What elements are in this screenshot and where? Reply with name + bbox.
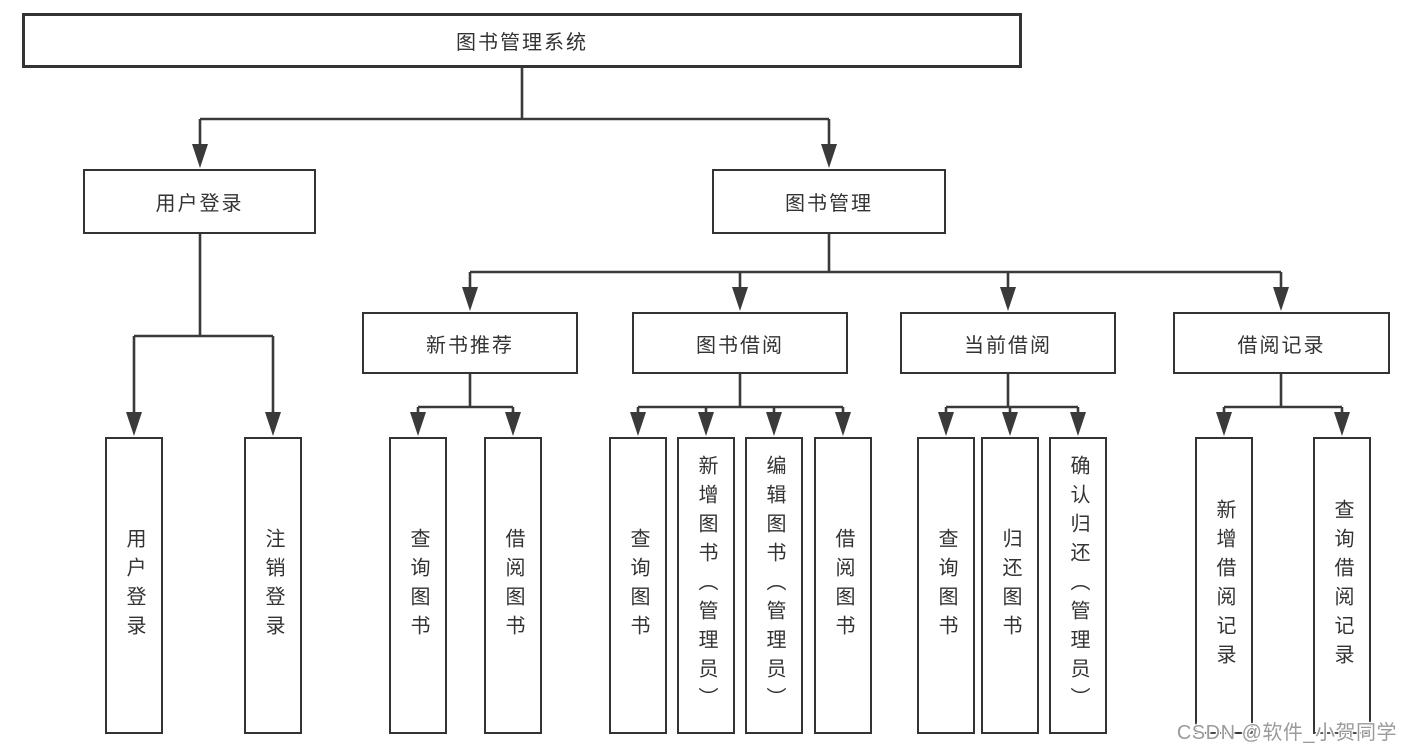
branch-user-login [126, 234, 281, 436]
node-new-book-recommend: 新书推荐 [362, 312, 578, 374]
branch-root [192, 68, 837, 168]
leaf-edit-book-admin: 编辑图书（管理员） [745, 437, 803, 734]
leaf-confirm-return-admin: 确认归还（管理员） [1049, 437, 1107, 734]
leaf-confirm-return-admin-label: 确认归还（管理员） [1067, 455, 1089, 716]
leaf-logout-label: 注销登录 [262, 527, 284, 644]
leaf-newbook-query-book: 查询图书 [389, 437, 447, 734]
leaf-newbook-borrow-book-label: 借阅图书 [502, 527, 524, 644]
node-book-management: 图书管理 [712, 169, 946, 234]
leaf-current-query-book-label: 查询图书 [935, 527, 957, 644]
leaf-edit-book-admin-label: 编辑图书（管理员） [763, 455, 785, 716]
leaf-user-login: 用户登录 [105, 437, 163, 734]
leaf-add-borrow-record-label: 新增借阅记录 [1213, 498, 1235, 673]
node-user-login: 用户登录 [83, 169, 316, 234]
leaf-borrow-query-book: 查询图书 [609, 437, 667, 734]
watermark: CSDN @软件_小贺同学 [1176, 722, 1397, 744]
branch-book-management [462, 234, 1289, 311]
leaf-newbook-borrow-book: 借阅图书 [484, 437, 542, 734]
node-current-borrow-label: 当前借阅 [964, 334, 1052, 357]
leaf-add-book-admin-label: 新增图书（管理员） [695, 455, 717, 716]
node-book-management-label: 图书管理 [785, 193, 873, 215]
node-borrow-records: 借阅记录 [1173, 312, 1390, 374]
leaf-current-query-book: 查询图书 [917, 437, 975, 734]
node-root-label: 图书管理系统 [456, 32, 588, 54]
node-book-borrow: 图书借阅 [632, 312, 848, 374]
branch-borrow-records [1216, 374, 1350, 436]
leaf-borrow-borrow-book: 借阅图书 [814, 437, 872, 734]
leaf-return-book: 归还图书 [981, 437, 1039, 734]
leaf-return-book-label: 归还图书 [999, 527, 1021, 644]
node-borrow-records-label: 借阅记录 [1237, 334, 1326, 357]
node-new-book-recommend-label: 新书推荐 [426, 334, 514, 357]
leaf-add-borrow-record: 新增借阅记录 [1195, 437, 1253, 734]
branch-book-borrow [630, 374, 851, 436]
branch-new-book-recommend [410, 374, 521, 436]
node-user-login-label: 用户登录 [155, 193, 244, 215]
leaf-borrow-query-book-label: 查询图书 [627, 527, 649, 644]
leaf-newbook-query-book-label: 查询图书 [407, 527, 429, 644]
branch-current-borrow [938, 374, 1086, 436]
node-current-borrow: 当前借阅 [900, 312, 1116, 374]
leaf-logout: 注销登录 [244, 437, 302, 734]
leaf-query-borrow-record: 查询借阅记录 [1313, 437, 1371, 734]
node-book-borrow-label: 图书借阅 [696, 334, 784, 357]
node-root: 图书管理系统 [22, 13, 1022, 68]
leaf-borrow-borrow-book-label: 借阅图书 [832, 527, 854, 644]
leaf-query-borrow-record-label: 查询借阅记录 [1331, 498, 1353, 673]
leaf-user-login-label: 用户登录 [123, 527, 145, 644]
leaf-add-book-admin: 新增图书（管理员） [677, 437, 735, 734]
